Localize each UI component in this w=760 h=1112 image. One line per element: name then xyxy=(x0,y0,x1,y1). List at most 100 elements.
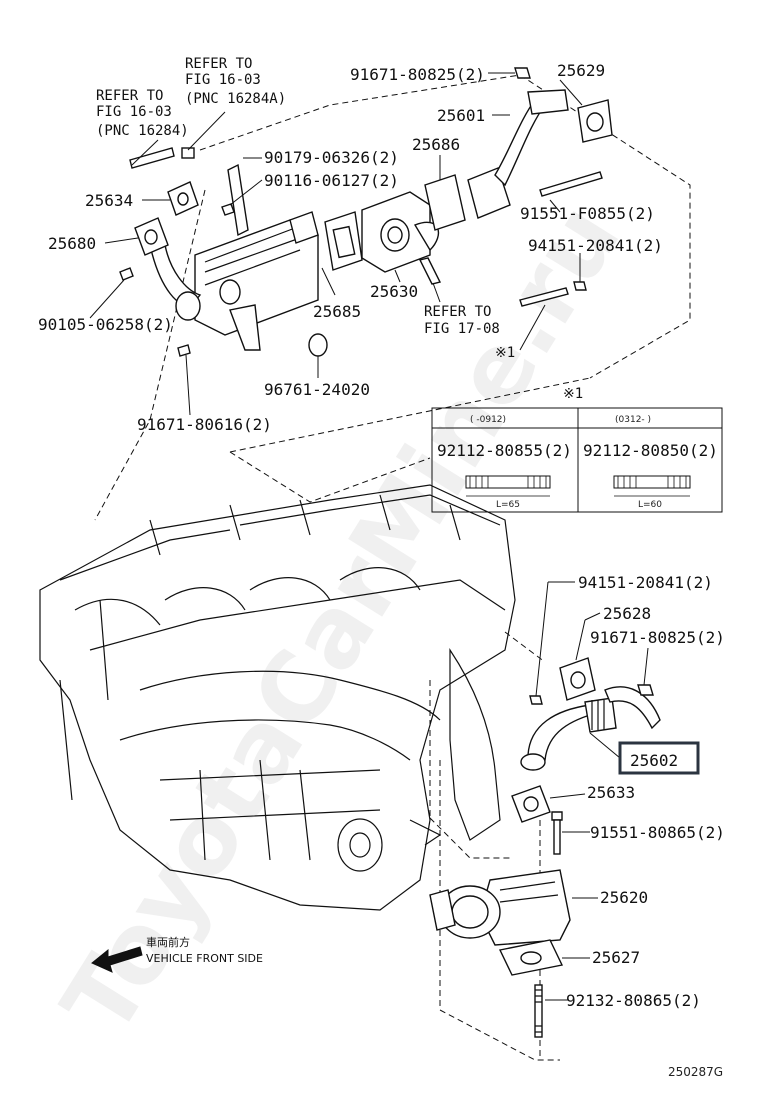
table-head-right: (0312- ) xyxy=(615,415,651,425)
stud-92132-80865 xyxy=(534,984,543,1038)
label-25602-highlighted: 25602 xyxy=(630,751,678,770)
leader-94151-low-v xyxy=(535,581,549,697)
refer2-line2: FIG 16-03 xyxy=(185,72,261,88)
bolt-90105-06258 xyxy=(119,267,134,281)
label-91551-f0855: 91551-F0855(2) xyxy=(520,204,655,223)
leader-91671-low xyxy=(643,647,649,686)
label-91551-80865: 91551-80865(2) xyxy=(590,823,725,842)
table-head-left: ( -0912) xyxy=(470,415,506,425)
label-25680: 25680 xyxy=(48,234,96,253)
stud-x1 xyxy=(519,287,569,307)
table-length-left: L=65 xyxy=(496,500,520,510)
leader-25628-b xyxy=(575,619,586,661)
leader-25633 xyxy=(549,793,586,799)
bypass-valve-25630 xyxy=(361,191,440,273)
leader-90105 xyxy=(89,279,125,319)
leader-25602 xyxy=(589,732,621,759)
engine-block-outline xyxy=(39,484,516,911)
label-90116-06127: 90116-06127(2) xyxy=(264,171,399,190)
label-25686: 25686 xyxy=(412,135,460,154)
x1-mark-stud: ※1 xyxy=(495,345,515,361)
egr-pipe-25601 xyxy=(467,89,569,219)
label-25628: 25628 xyxy=(603,604,651,623)
label-94151-20841-top: 94151-20841(2) xyxy=(528,236,663,255)
gasket-25685-opening xyxy=(332,225,356,259)
leader-90116 xyxy=(229,179,263,206)
stud-variant-table: ( -0912) (0312- ) 92112-80855(2) 92112-8… xyxy=(431,407,723,513)
gasket-25686 xyxy=(424,174,466,231)
front-side-en: VEHICLE FRONT SIDE xyxy=(146,952,263,965)
bottom-dashed-leader xyxy=(439,1009,560,1061)
refer2-line3: (PNC 16284A) xyxy=(185,91,286,107)
table-part-left: 92112-80855(2) xyxy=(437,441,572,460)
refer1-line3: (PNC 16284) xyxy=(96,123,189,139)
label-91671-80616: 91671-80616(2) xyxy=(137,415,272,434)
label-25601: 25601 xyxy=(437,106,485,125)
label-90105-06258: 90105-06258(2) xyxy=(38,315,173,334)
egr-pipe-dashed-leader xyxy=(504,631,546,663)
refer1-line2: FIG 16-03 xyxy=(96,104,172,120)
water-hose-16284a xyxy=(227,163,249,237)
flange-25680-hole xyxy=(144,229,158,245)
stud-91551-f0855 xyxy=(539,171,603,197)
leader-91671-80616 xyxy=(185,354,191,416)
left-dashed-leader xyxy=(94,189,206,521)
label-25633: 25633 xyxy=(587,783,635,802)
label-91671-80825-low: 91671-80825(2) xyxy=(590,628,725,647)
o-ring-96761-24020 xyxy=(308,333,328,357)
water-hose-16284 xyxy=(129,147,175,169)
highlight-box-25602 xyxy=(618,741,700,775)
nut-91671-80825-top xyxy=(514,67,531,79)
leader-x1-stud xyxy=(519,304,546,351)
leader-91551-f0855 xyxy=(549,199,561,213)
stud-drawing-left xyxy=(465,475,551,489)
nut-91671-80825-low xyxy=(637,684,654,696)
leader-25630 xyxy=(394,269,401,283)
gasket-25629-hole xyxy=(586,112,604,132)
egr-valve-25620 xyxy=(429,869,571,946)
label-90179-06326: 90179-06326(2) xyxy=(264,148,399,167)
bolt-91671-80616 xyxy=(177,344,191,357)
gasket-25633-hole xyxy=(523,796,539,812)
label-25630: 25630 xyxy=(370,282,418,301)
label-96761-24020: 96761-24020 xyxy=(264,380,370,399)
egr-pipe-25602 xyxy=(520,686,661,771)
label-94151-20841-low: 94151-20841(2) xyxy=(578,573,713,592)
table-part-right: 92112-80850(2) xyxy=(583,441,718,460)
hose-clamp xyxy=(181,147,195,159)
stud-thread-left xyxy=(469,476,547,488)
upper-assembly-bottom-edge xyxy=(229,377,591,453)
leader-refer1 xyxy=(131,139,159,166)
label-25620: 25620 xyxy=(600,888,648,907)
leader-refer3 xyxy=(432,282,441,303)
refer1-line1: REFER TO xyxy=(96,88,163,104)
refer3-line2: FIG 17-08 xyxy=(424,321,500,337)
gasket-25628-hole xyxy=(570,671,586,689)
vehicle-front-arrow-icon xyxy=(91,946,143,973)
label-25629: 25629 xyxy=(557,61,605,80)
label-92132-80865: 92132-80865(2) xyxy=(566,991,701,1010)
stud-thread-right xyxy=(617,476,687,488)
leader-25685 xyxy=(321,267,336,296)
stud-92132-80865-thread xyxy=(535,989,542,1033)
bolt-90116-06127 xyxy=(221,203,235,216)
refer3-line1: REFER TO xyxy=(424,304,491,320)
bolt-91551-80865-head xyxy=(551,811,563,821)
egr-cooler-25680 xyxy=(149,211,319,351)
label-25627: 25627 xyxy=(592,948,640,967)
stud-drawing-right xyxy=(613,475,691,489)
gasket-25627-hole xyxy=(520,951,542,965)
leader-25680 xyxy=(104,237,139,244)
table-length-right: L=60 xyxy=(638,500,662,510)
bolt-91551-80865-shank xyxy=(553,819,561,855)
nut-94151-20841-top xyxy=(573,281,587,291)
leader-25628-a xyxy=(584,612,601,621)
front-side-jp: 車両前方 xyxy=(146,935,190,949)
figure-id: 250287G xyxy=(668,1065,723,1079)
leader-refer2 xyxy=(187,111,226,151)
pin-fig17-08 xyxy=(418,257,442,285)
refer2-line1: REFER TO xyxy=(185,56,252,72)
nut-94151-20841-low xyxy=(529,695,543,705)
